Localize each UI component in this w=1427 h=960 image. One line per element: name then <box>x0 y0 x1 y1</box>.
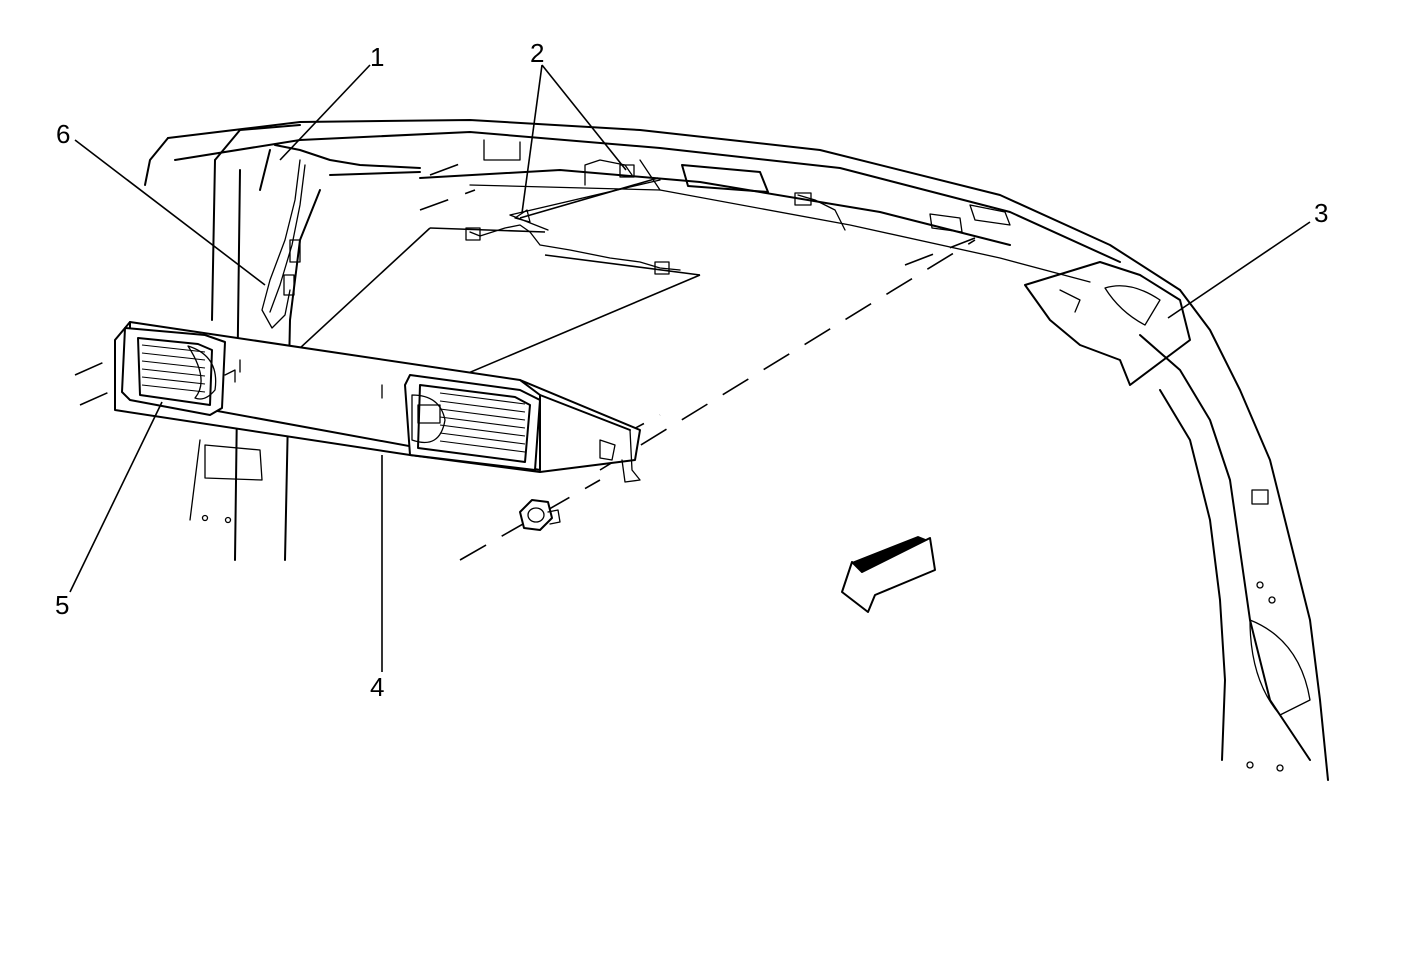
left-air-outlet <box>121 327 226 416</box>
leader-3 <box>1167 221 1311 319</box>
leader-2a <box>521 64 543 214</box>
right-rear-pillar <box>1139 289 1329 781</box>
callout-5: 5 <box>55 590 69 620</box>
leader-2b <box>541 64 627 171</box>
right-mount-bracket <box>1024 261 1191 386</box>
leader-5 <box>69 401 163 593</box>
leader-6 <box>74 139 266 286</box>
roof-header-rail <box>167 119 1181 291</box>
callout-3: 3 <box>1314 198 1328 228</box>
retaining-nut-icon <box>519 499 561 531</box>
front-direction-arrow-icon <box>841 536 936 613</box>
callout-6: 6 <box>56 119 70 149</box>
callout-2: 2 <box>530 38 544 68</box>
callout-4: 4 <box>370 672 384 702</box>
callout-leaders <box>69 64 1311 672</box>
left-side-pillar <box>144 124 421 561</box>
callout-1: 1 <box>370 42 384 72</box>
leader-1 <box>279 64 371 161</box>
center-air-outlet <box>404 374 541 471</box>
